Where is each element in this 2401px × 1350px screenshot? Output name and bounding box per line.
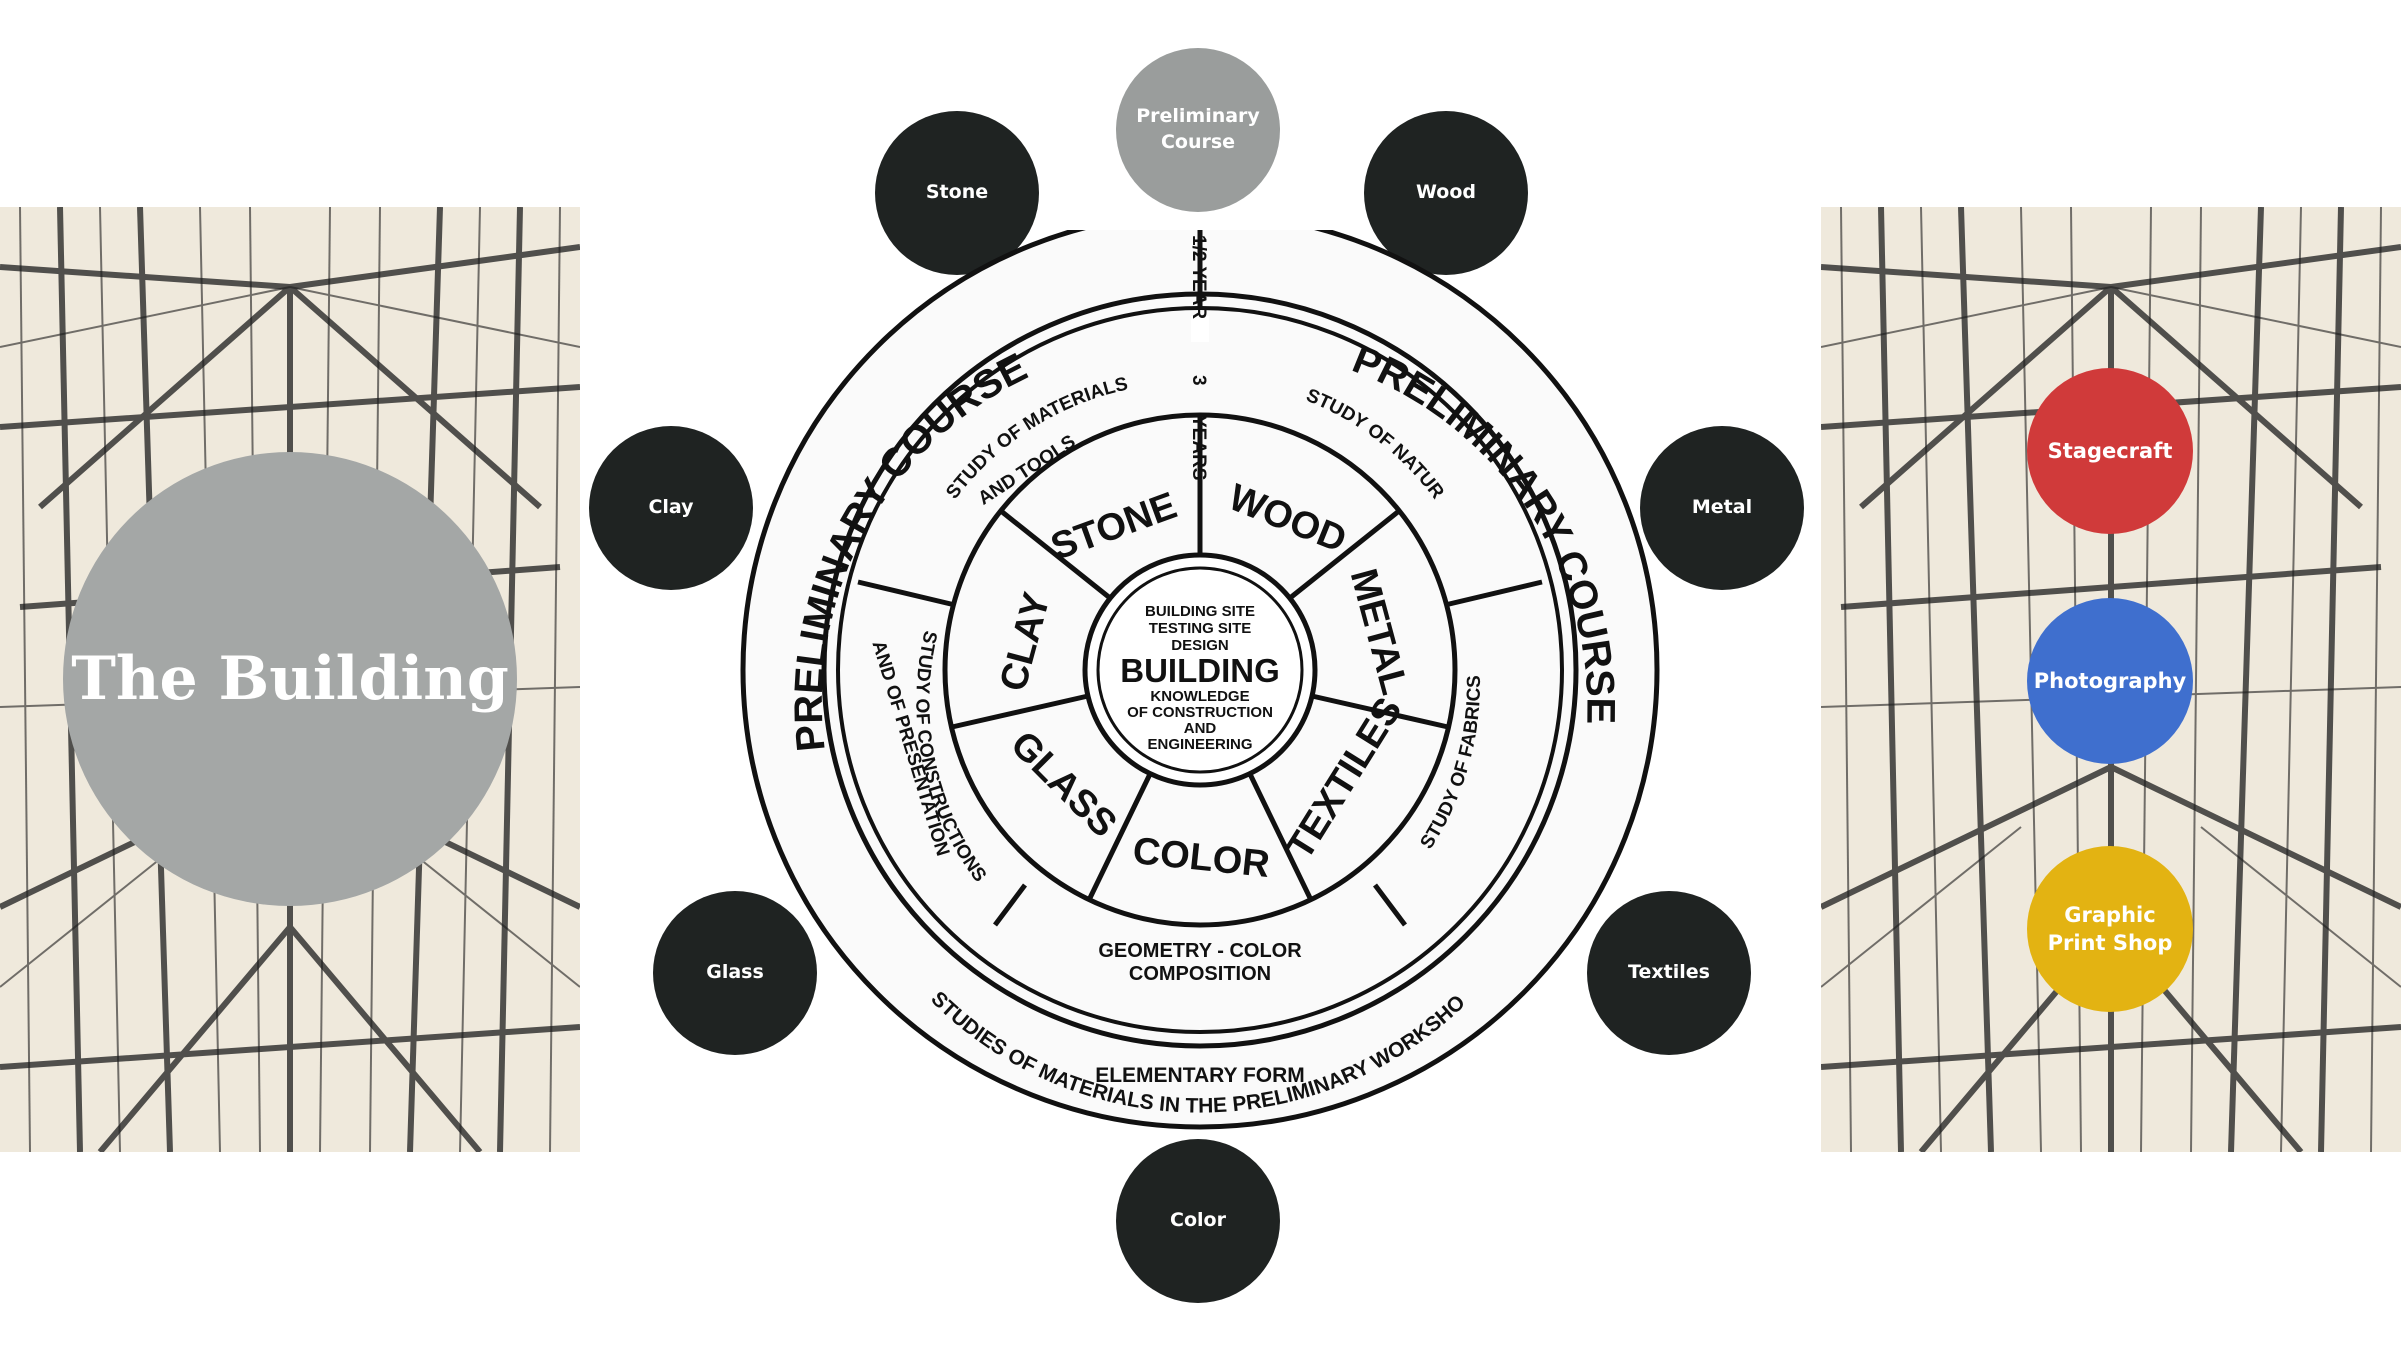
years-label: YEARS — [1188, 415, 1209, 480]
center-building-title: BUILDING — [1120, 652, 1280, 689]
graphic-label-line1: Graphic — [2064, 903, 2155, 927]
composition-label: COMPOSITION — [1129, 963, 1271, 985]
stagecraft-label: Stagecraft — [2048, 437, 2173, 465]
bauhaus-curriculum-wheel: PRELIMINARY COURSE PRELIMINARY COURSE ST… — [735, 230, 1665, 1130]
photography-node[interactable]: Photography — [2027, 598, 2193, 764]
the-building-title: The Building — [71, 639, 509, 720]
half-year-label: 1/2 YEAR — [1188, 235, 1209, 319]
center-testing-site: TESTING SITE — [1149, 620, 1252, 637]
photography-label: Photography — [2034, 667, 2186, 695]
center-knowledge: KNOWLEDGE — [1150, 688, 1249, 705]
the-building-title-circle[interactable]: The Building — [63, 452, 517, 906]
preliminary-course-line2: Course — [1161, 131, 1235, 153]
year-divider-gap — [1191, 316, 1209, 342]
three-label: 3 — [1188, 375, 1209, 386]
stagecraft-node[interactable]: Stagecraft — [2027, 368, 2193, 534]
graphic-label-line2: Print Shop — [2048, 931, 2173, 955]
center-building-site: BUILDING SITE — [1145, 603, 1255, 620]
center-of-construction: OF CONSTRUCTION — [1127, 704, 1273, 721]
metal-node-label: Metal — [1692, 495, 1752, 521]
center-engineering: ENGINEERING — [1147, 736, 1252, 753]
color-node-label: Color — [1170, 1208, 1226, 1234]
wood-node-label: Wood — [1416, 180, 1476, 206]
elementary-form-label: ELEMENTARY FORM — [1095, 1064, 1305, 1087]
stone-node-label: Stone — [926, 180, 988, 206]
center-and: AND — [1184, 720, 1217, 737]
geometry-color-label: GEOMETRY - COLOR — [1098, 940, 1302, 962]
preliminary-course-line1: Preliminary — [1136, 105, 1260, 127]
color-node[interactable]: Color — [1116, 1139, 1280, 1303]
clay-node[interactable]: Clay — [589, 426, 753, 590]
clay-node-label: Clay — [648, 495, 693, 521]
